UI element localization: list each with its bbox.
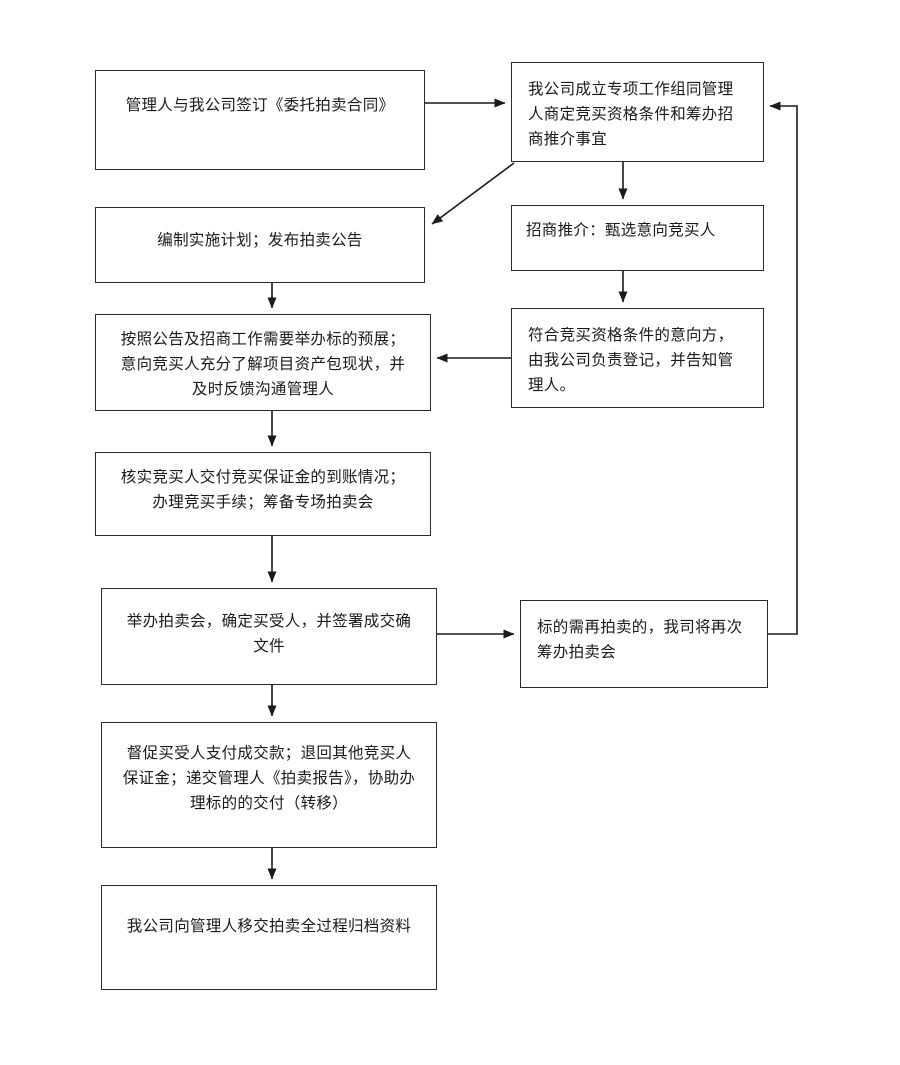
flow-node-promotion[interactable]: 招商推介：甄选意向竞买人 [511,205,764,271]
node-label: 我公司成立专项工作组同管理 人商定竞买资格条件和筹办招 商推介事宜 [528,81,734,149]
flow-node-hold-auction[interactable]: 举办拍卖会，确定买受人，并签署成交确 文件 [101,588,437,685]
node-label: 符合竞买资格条件的意向方， 由我公司负责登记，并告知管 理人。 [528,327,734,395]
node-label: 我公司向管理人移交拍卖全过程归档资料 [126,918,412,935]
flow-node-handover-archive[interactable]: 我公司向管理人移交拍卖全过程归档资料 [101,885,437,990]
node-label: 督促买受人支付成交款；退回其他竞买人 保证金；递交管理人《拍卖报告》，协助办 理… [122,745,416,813]
node-label: 标的需再拍卖的，我司将再次 筹办拍卖会 [537,619,743,662]
edge-n2-to-n3 [431,162,515,225]
node-label: 编制实施计划；发布拍卖公告 [157,232,363,249]
node-label: 举办拍卖会，确定买受人，并签署成交确 文件 [126,613,412,656]
node-label: 按照公告及招商工作需要举办标的预展； 意向竞买人充分了解项目资产包现状，并 及时… [120,331,406,399]
flow-node-verify-deposit[interactable]: 核实竞买人交付竞买保证金的到账情况； 办理竞买手续；筹备专场拍卖会 [95,452,431,536]
node-label: 管理人与我公司签订《委托拍卖合同》 [125,97,395,114]
edge-n9-to-n2-loopback [768,101,798,635]
flow-node-register-bidders[interactable]: 符合竞买资格条件的意向方， 由我公司负责登记，并告知管 理人。 [511,308,764,408]
flow-node-plan-and-announce[interactable]: 编制实施计划；发布拍卖公告 [95,207,425,283]
flow-node-payment-delivery[interactable]: 督促买受人支付成交款；退回其他竞买人 保证金；递交管理人《拍卖报告》，协助办 理… [101,722,437,848]
flow-node-form-taskforce[interactable]: 我公司成立专项工作组同管理 人商定竞买资格条件和筹办招 商推介事宜 [511,62,764,162]
node-label: 核实竞买人交付竞买保证金的到账情况； 办理竞买手续；筹备专场拍卖会 [120,469,406,512]
flow-node-re-auction[interactable]: 标的需再拍卖的，我司将再次 筹办拍卖会 [520,600,768,688]
flow-node-preview-exhibition[interactable]: 按照公告及招商工作需要举办标的预展； 意向竞买人充分了解项目资产包现状，并 及时… [95,314,431,411]
flow-node-sign-contract[interactable]: 管理人与我公司签订《委托拍卖合同》 [95,70,425,170]
node-label: 招商推介：甄选意向竞买人 [526,222,716,239]
